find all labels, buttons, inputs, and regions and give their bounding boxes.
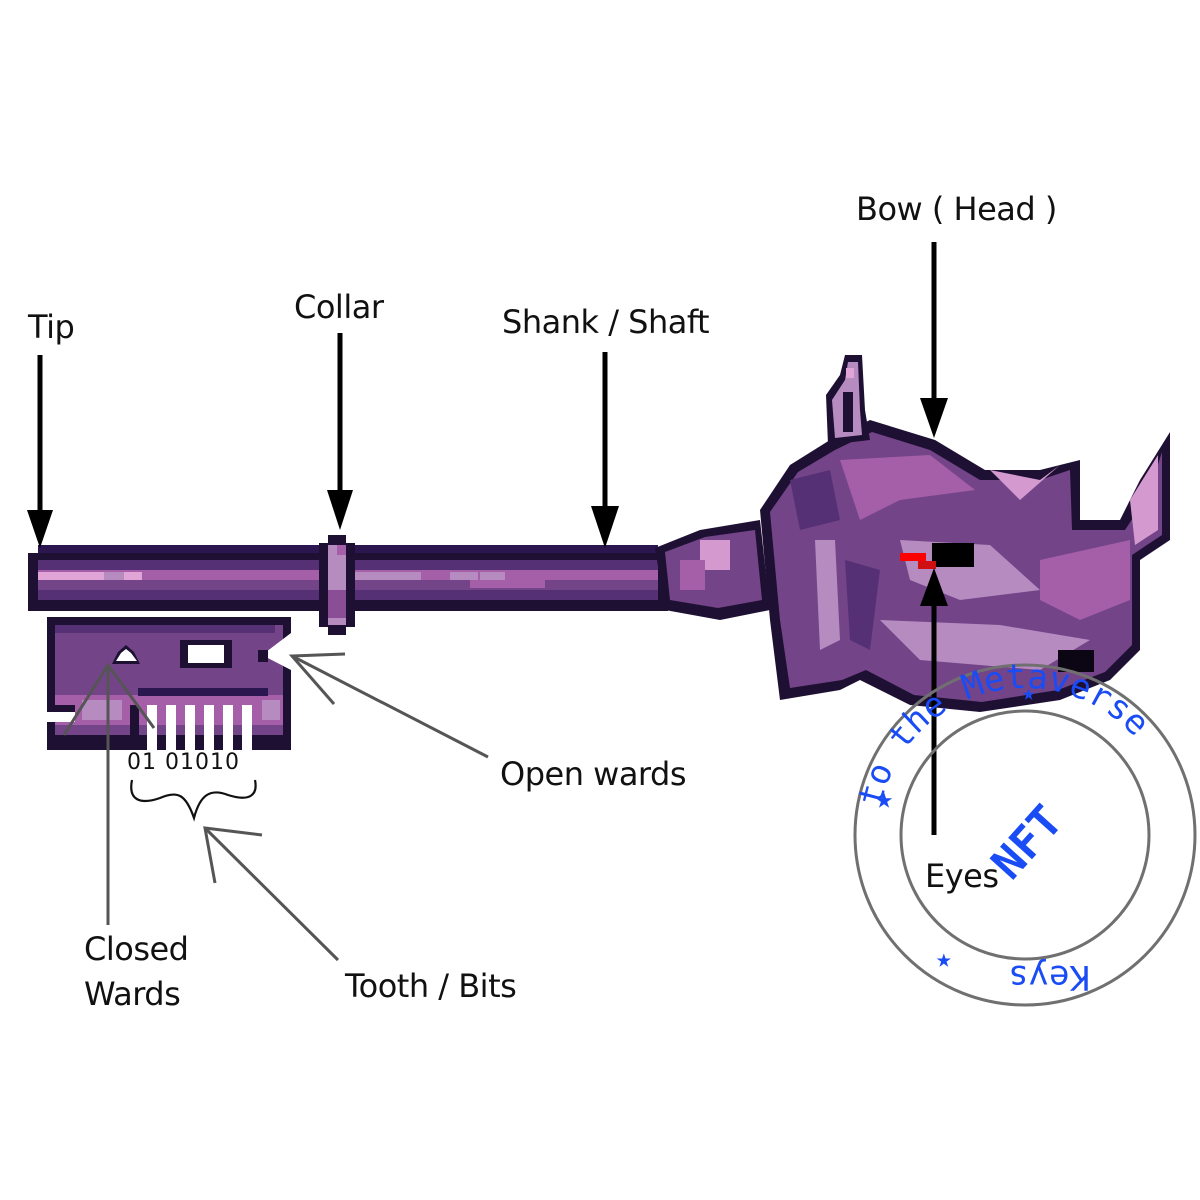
label-collar: Collar	[294, 288, 384, 326]
label-tip: Tip	[28, 308, 75, 346]
label-closed-wards-line2: Wards	[84, 975, 181, 1013]
svg-text:★: ★	[875, 781, 893, 816]
bit-code: 01 01010	[127, 750, 240, 775]
label-tooth-bits: Tooth / Bits	[345, 967, 517, 1005]
svg-text:★: ★	[936, 944, 952, 974]
label-eyes: Eyes	[925, 857, 999, 895]
key-collar	[319, 535, 355, 635]
svg-text:★: ★	[1022, 681, 1035, 706]
label-open-wards: Open wards	[500, 755, 687, 793]
key-bow-rhino-head	[655, 355, 1170, 712]
label-shank-shaft: Shank / Shaft	[502, 303, 710, 341]
label-bow-head: Bow ( Head )	[856, 190, 1057, 228]
nft-stamp: to the Metaverse Keys ★ ★ ★ NFT	[850, 657, 1197, 1007]
curly-brace	[130, 779, 257, 822]
gray-pointer-arrows	[62, 652, 489, 962]
black-arrows	[27, 242, 948, 835]
rhino-eye	[932, 543, 974, 567]
key-bit-block	[47, 617, 291, 750]
label-closed-wards-line1: Closed	[84, 930, 189, 968]
svg-text:Keys: Keys	[1008, 957, 1090, 997]
